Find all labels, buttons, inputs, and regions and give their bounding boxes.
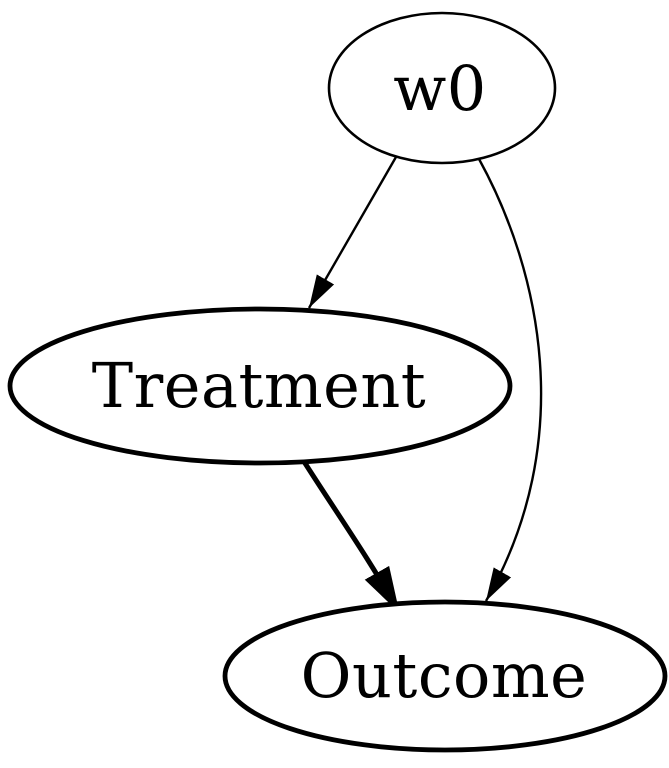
node-outcome: Outcome [222,599,668,753]
edge-w0-to-outcome [477,158,543,602]
edge-w0-to-treatment [307,156,398,309]
edge-layer [300,156,543,614]
edge-treatment-to-outcome [300,458,402,614]
node-layer: w0 Treatment Outcome [7,11,668,753]
node-outcome-label: Outcome [301,639,588,712]
node-w0: w0 [327,11,557,165]
node-treatment: Treatment [7,306,513,466]
node-outcome-shape [222,599,668,753]
node-w0-shape [327,11,557,165]
node-treatment-shape [7,306,513,466]
node-w0-label: w0 [393,52,487,125]
node-treatment-label: Treatment [92,349,426,422]
